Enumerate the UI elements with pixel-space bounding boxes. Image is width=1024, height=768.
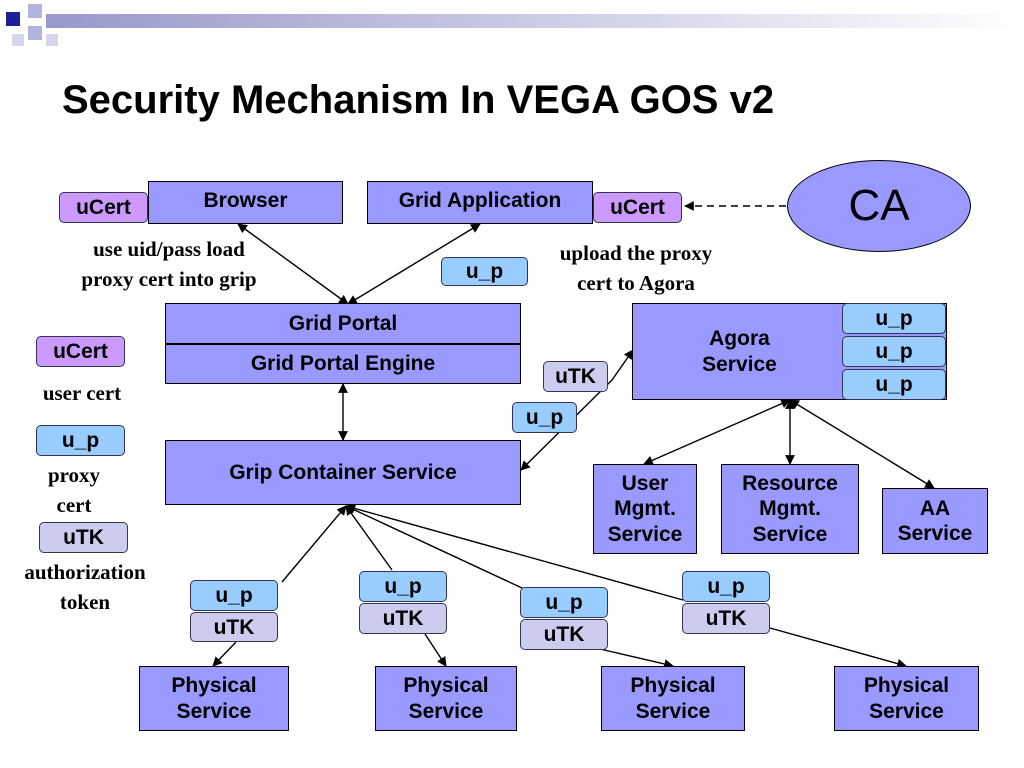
grid-application-box: Grid Application	[367, 181, 593, 224]
physical-service-label: Physical Service	[863, 674, 950, 723]
utk-token-agora-link: uTK	[543, 361, 608, 392]
up-legend-badge: u_p	[36, 425, 125, 456]
arrow-token1-grip-container	[281, 505, 347, 583]
up-token-path-3: u_p	[520, 587, 608, 618]
utk-legend-badge: uTK	[39, 522, 128, 553]
physical-service-label: Physical Service	[403, 674, 489, 723]
slide-title: Security Mechanism In VEGA GOS v2	[62, 78, 775, 122]
agora-service-label: Agora Service	[702, 327, 777, 376]
deco-square-light	[12, 34, 24, 46]
resource-mgmt-service-label: Resource Mgmt. Service	[742, 472, 838, 546]
physical-service-box-1: Physical Service	[139, 666, 289, 731]
deco-square-light	[28, 4, 42, 18]
arrow-token3-physical-service-3	[599, 648, 674, 669]
ucert-badge-grid-application: uCert	[593, 192, 682, 223]
utk-token-path-1: uTK	[190, 612, 278, 642]
deco-square-light	[46, 34, 58, 46]
arrow-token1-physical-service-1	[212, 641, 237, 667]
user-mgmt-service-label: User Mgmt. Service	[607, 472, 683, 546]
arrow-token2-physical-service-2	[424, 633, 447, 667]
up-token-path-1: u_p	[190, 580, 278, 611]
physical-service-box-3: Physical Service	[601, 666, 745, 731]
note-authorization-token: authorization token	[24, 560, 146, 615]
note-user-cert: user cert	[42, 381, 122, 405]
ucert-badge-browser: uCert	[59, 192, 148, 223]
header-decoration	[6, 4, 1024, 46]
physical-service-label: Physical Service	[630, 674, 716, 723]
grid-portal-engine-box: Grid Portal Engine	[165, 344, 521, 384]
utk-token-path-3: uTK	[520, 619, 608, 650]
up-token-agora-2: u_p	[842, 336, 946, 367]
aa-service-box: AA Service	[882, 488, 988, 554]
up-token-path-4: u_p	[682, 571, 770, 602]
utk-token-path-4: uTK	[682, 603, 770, 634]
user-mgmt-service-box: User Mgmt. Service	[593, 464, 697, 554]
arrow-token2-grip-container	[345, 505, 393, 571]
up-token-agora-1: u_p	[842, 303, 946, 334]
deco-square-light	[46, 14, 60, 28]
header-bar	[60, 14, 1024, 28]
grid-portal-box: Grid Portal	[165, 303, 521, 344]
up-token-agora-link: u_p	[512, 402, 577, 433]
up-token-path-2: u_p	[359, 571, 447, 602]
note-uid-pass: use uid/pass load proxy cert into grip	[81, 237, 257, 292]
note-proxy-cert: proxy cert	[47, 463, 101, 518]
deco-square-light	[28, 26, 42, 40]
deco-square-dark	[6, 12, 20, 26]
physical-service-label: Physical Service	[171, 674, 257, 723]
arrow-token4-physical-service-4	[769, 627, 907, 669]
ucert-legend-badge: uCert	[36, 336, 125, 367]
grip-container-service-box: Grip Container Service	[165, 440, 521, 505]
ca-ellipse: CA	[787, 160, 971, 252]
aa-service-label: AA Service	[897, 496, 973, 545]
browser-box: Browser	[148, 181, 343, 224]
physical-service-box-2: Physical Service	[375, 666, 517, 731]
utk-token-path-2: uTK	[359, 603, 447, 634]
arrow-agora-user-mgmt	[643, 399, 791, 465]
physical-service-box-4: Physical Service	[834, 666, 979, 731]
up-token-portal: u_p	[441, 257, 528, 286]
resource-mgmt-service-box: Resource Mgmt. Service	[721, 464, 859, 554]
note-upload-proxy: upload the proxy cert to Agora	[559, 241, 713, 296]
up-token-agora-3: u_p	[842, 369, 946, 400]
